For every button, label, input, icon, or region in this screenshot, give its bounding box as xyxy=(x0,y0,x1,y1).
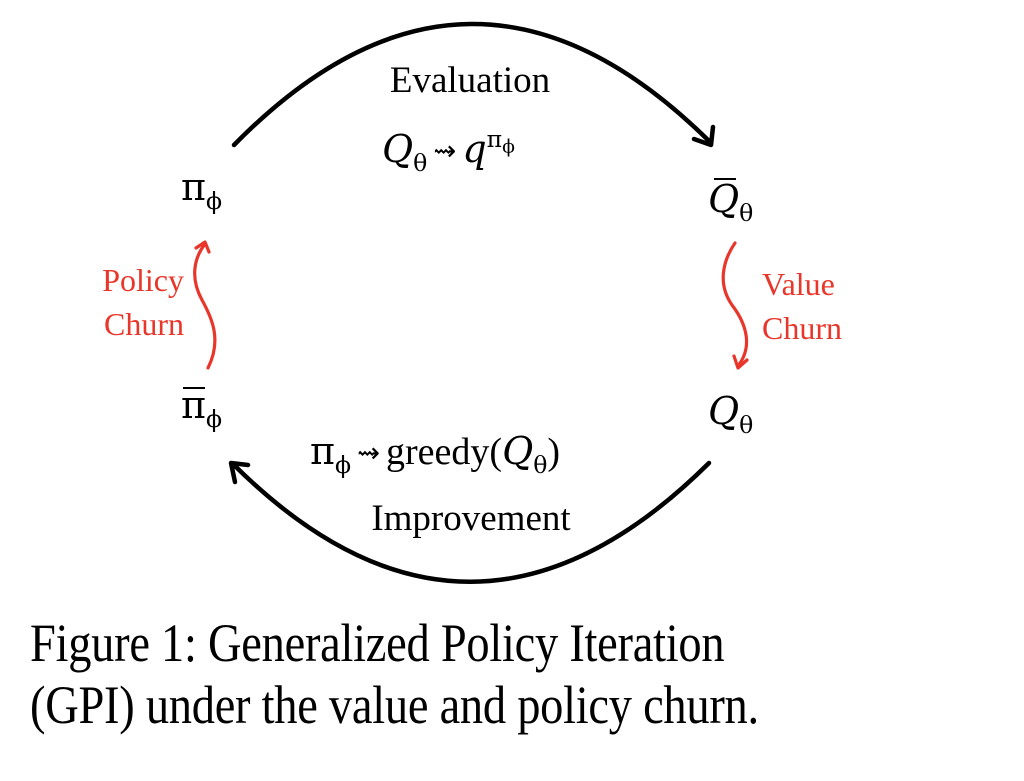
evaluation-formula: Qθ⇝qπϕ xyxy=(382,124,515,177)
diagram-arrows xyxy=(193,21,749,584)
value-churn-arrowhead-icon xyxy=(732,354,749,370)
evaluation-arc-arrow xyxy=(231,21,712,148)
evaluation-arrowhead-icon xyxy=(691,124,716,148)
value-churn-squiggle-arrow xyxy=(721,241,749,368)
policy-churn-squiggle-arrow xyxy=(193,242,217,370)
formula-q-theta: Qθ xyxy=(382,127,428,177)
value-churn-line1: Value xyxy=(762,266,835,302)
node-policy: πϕ xyxy=(181,165,223,215)
caption-line-1: Figure 1: Generalized Policy Iteration xyxy=(30,613,725,673)
evaluation-label: Evaluation xyxy=(389,60,551,101)
node-policy-bar: πϕ xyxy=(181,383,223,433)
improvement-label: Improvement xyxy=(371,498,571,539)
policy-churn-line1: Policy xyxy=(102,262,184,298)
leadsto-icon: ⇝ xyxy=(433,135,457,167)
node-value: Qθ xyxy=(708,389,754,439)
formula-pi-phi: πϕ xyxy=(310,429,352,479)
figure-caption: Figure 1: Generalized Policy Iteration (… xyxy=(30,612,873,736)
improvement-formula: πϕ⇝greedy(Qθ) xyxy=(310,429,561,479)
node-value-bar: Qθ xyxy=(708,177,754,227)
greedy-function: greedy xyxy=(386,431,490,473)
formula-q-pi: qπϕ xyxy=(462,124,515,171)
caption-line-2: (GPI) under the value and policy churn. xyxy=(30,675,759,735)
leadsto-icon: ⇝ xyxy=(357,437,380,469)
policy-churn-line2: Churn xyxy=(104,306,184,342)
value-churn-label: Value Churn xyxy=(762,262,882,350)
gpi-diagram: Evaluation Qθ⇝qπϕ πϕ πϕ Qθ Qθ Policy Chu… xyxy=(84,21,882,584)
value-churn-line2: Churn xyxy=(762,310,842,346)
policy-churn-label: Policy Churn xyxy=(84,258,184,346)
improvement-arc-arrow xyxy=(230,460,712,584)
policy-churn-arrowhead-icon xyxy=(194,240,211,254)
improvement-arrowhead-icon xyxy=(228,460,251,485)
